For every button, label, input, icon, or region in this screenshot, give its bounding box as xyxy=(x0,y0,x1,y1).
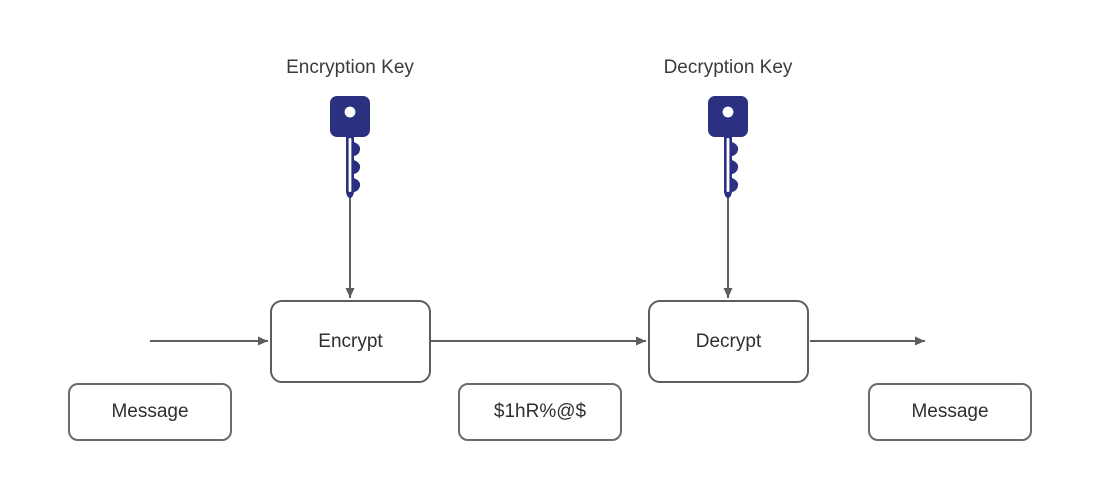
data-box-message-plain[interactable]: Message xyxy=(68,383,232,441)
decryption-key-label: Decryption Key xyxy=(663,57,793,78)
process-box-decrypt[interactable]: Decrypt xyxy=(648,300,809,383)
key-icon xyxy=(330,96,370,198)
key-icon xyxy=(708,96,748,198)
process-box-decrypt-label: Decrypt xyxy=(695,330,762,352)
data-box-ciphertext-label: $1hR%@$ xyxy=(493,401,587,422)
data-box-ciphertext[interactable]: $1hR%@$ xyxy=(458,383,622,441)
data-box-message-decoded-label: Message xyxy=(911,401,989,422)
process-box-encrypt[interactable]: Encrypt xyxy=(270,300,431,383)
data-box-message-decoded[interactable]: Message xyxy=(868,383,1032,441)
process-box-encrypt-label: Encrypt xyxy=(318,330,383,352)
data-box-message-plain-label: Message xyxy=(111,401,189,422)
encryption-key-label: Encryption Key xyxy=(286,57,414,78)
